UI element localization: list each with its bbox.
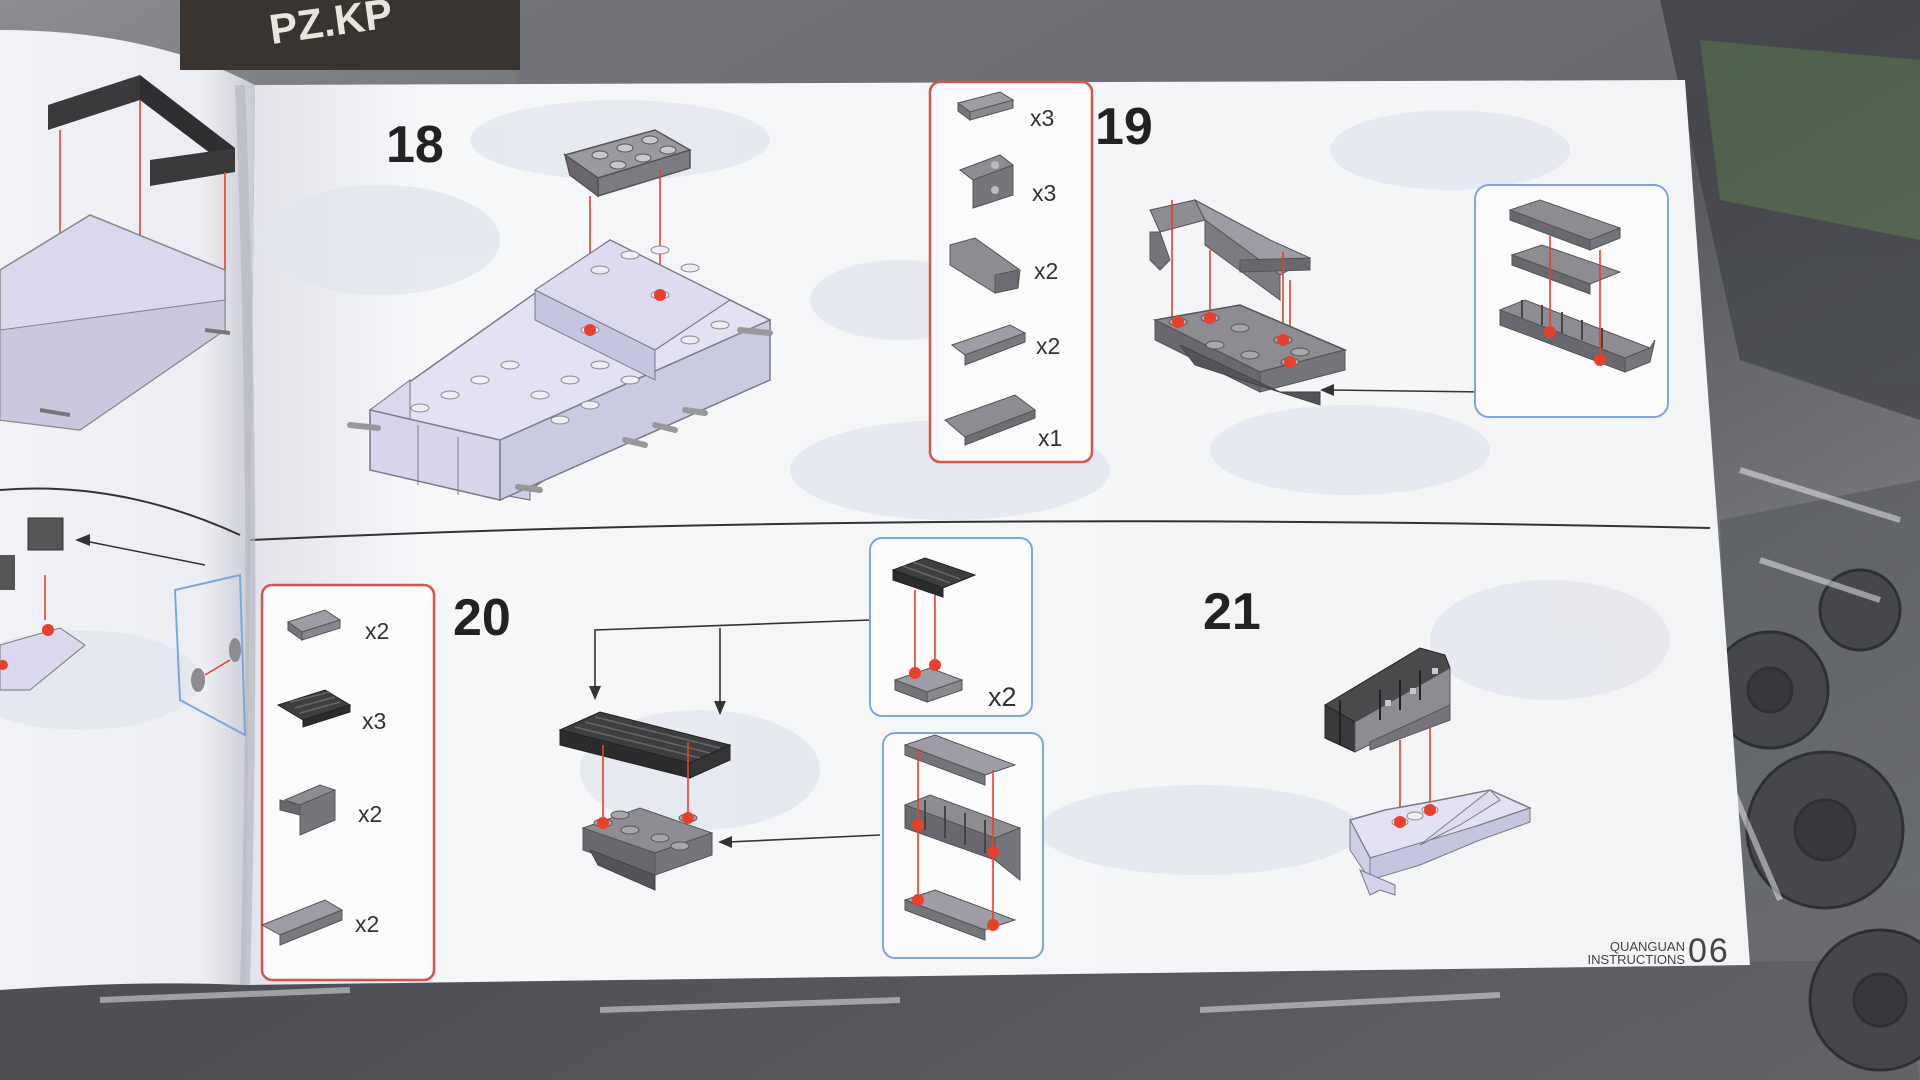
arch-part [1149,198,1312,301]
top-grille-part [563,129,692,198]
light-slope-base [1348,789,1533,896]
slope-icon [949,237,1021,294]
sub-grille [891,557,977,598]
brand-line-2: INSTRUCTIONS [1587,952,1686,967]
sub2-grille-bracket [903,794,1022,882]
step-number-18: 18 [386,116,444,174]
step-number-20: 20 [453,589,511,647]
plate-1x4-icon [950,324,1027,366]
sub2-plate-top [903,734,1017,786]
grille-icon [276,689,352,728]
sub-plate-mid [1510,244,1622,295]
plate-1x2-icon [286,609,342,641]
part-qty: x2 [355,911,380,937]
brand-line-1: QUANGUAN [1609,939,1685,954]
dark-frame-part [48,75,235,186]
dark-bracket-wall [1324,647,1451,753]
step-number-19: 19 [1095,98,1153,156]
part-qty: x3 [1032,180,1057,206]
brand-name: QUANGUAN INSTRUCTIONS [1573,939,1686,967]
part-qty: x2 [1034,258,1059,284]
plate-1x4-icon [260,899,344,946]
hull-part [0,214,231,431]
part-qty: x3 [1030,105,1055,131]
part-qty: x2 [365,618,390,644]
sub-plate-top [1508,199,1622,251]
part-qty: x3 [362,708,387,734]
part-qty: x2 [358,801,383,827]
page-number: 06 [1688,932,1730,970]
base-plate-assembly [1152,304,1348,406]
grey-base-assembly [581,807,714,891]
subassembly-qty: x2 [988,682,1017,712]
sub2-plate-bottom [903,889,1017,941]
part-qty: x2 [1036,333,1061,359]
wheel-parts [1710,568,1920,1072]
bracket-icon [279,784,337,836]
plate-1x2-icon [956,91,1015,121]
hull-assembly [347,239,773,502]
part-qty: x1 [1038,425,1063,451]
sub-grille-bracket [1498,299,1656,373]
step-number-21: 21 [1203,583,1261,641]
bracket-icon [958,154,1015,209]
tile-2x4-icon [944,394,1037,446]
